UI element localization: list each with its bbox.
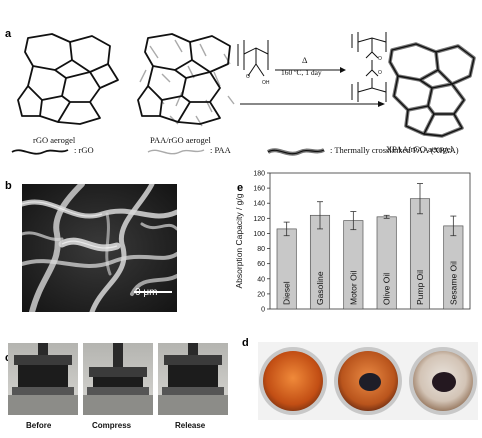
paa-chemical-structure [237,40,269,77]
y-tick-label-6: 120 [253,216,265,223]
compression-photos [8,343,228,415]
y-tick-label-4: 80 [257,246,265,253]
category-label-0: Diesel [282,281,292,305]
y-tick-label-2: 40 [257,276,265,283]
panel-b-letter: b [5,180,12,192]
scheme-diagram: O OH O O [11,32,476,156]
y-tick-label-8: 160 [253,186,265,193]
category-label-5: Sesame Oil [448,261,458,305]
beaker-full-oil [259,347,327,415]
plot-frame [269,172,471,310]
reaction-condition-label: 160 ºC, 1 day [281,68,322,77]
panel-e-letter: e [237,182,244,194]
sem-image [22,184,177,312]
main-arrow [240,101,385,107]
y-tick-label-9: 180 [253,171,265,178]
svg-text:O: O [378,70,382,76]
y-axis-label: Absorption Capacity / g/g [234,193,244,288]
y-tick-label-5: 100 [253,231,265,238]
svg-text:O: O [246,74,250,80]
scale-bar-label: 0 μm [135,287,158,298]
legend-xpaa-text: : Thermally crosslinked PAA (XPAA) [330,145,459,155]
oil-beaker-photos [258,342,478,420]
legend-paa-text: : PAA [210,145,231,155]
xpaa-chemical-structure [351,32,387,102]
paa-rgo-aerogel-network [137,33,235,127]
legend-rgo-text: : rGO [74,145,94,155]
category-label-2: Motor Oil [348,270,358,305]
y-tick-label-3: 60 [257,261,265,268]
beaker-partial-absorption [334,347,402,415]
caption-before: Before [26,421,52,430]
reaction-heat-label: Δ [302,55,308,65]
xpaa-rgo-aerogel-network [388,42,476,138]
beaker-absorbed [409,347,477,415]
photo-release [158,343,228,415]
caption-release: Release [175,421,206,430]
reaction-arrow [275,67,346,73]
xpaa-rgo-aerogel-label: XPAA/rGO aerogel [386,144,453,154]
y-tick-label-1: 20 [257,291,265,298]
panel-a-letter: a [5,28,12,40]
svg-text:OH: OH [262,80,270,86]
rgo-aerogel-network [17,33,119,125]
y-tick-label-0: 0 [261,307,265,314]
category-label-4: Pump Oil [415,270,425,305]
svg-text:O: O [378,56,382,62]
paa-rgo-aerogel-label: PAA/rGO aerogel [150,135,211,145]
caption-compress: Compress [92,421,132,430]
rgo-aerogel-label: rGO aerogel [33,135,76,145]
category-label-1: Gasoline [315,271,325,305]
photo-before [8,343,78,415]
legend-rgo-line [11,149,69,155]
legend-paa-line [147,149,205,155]
photo-compress [83,343,153,415]
y-tick-label-7: 140 [253,201,265,208]
category-label-3: Olive Oil [382,273,392,305]
panel-d-letter: d [242,337,249,349]
